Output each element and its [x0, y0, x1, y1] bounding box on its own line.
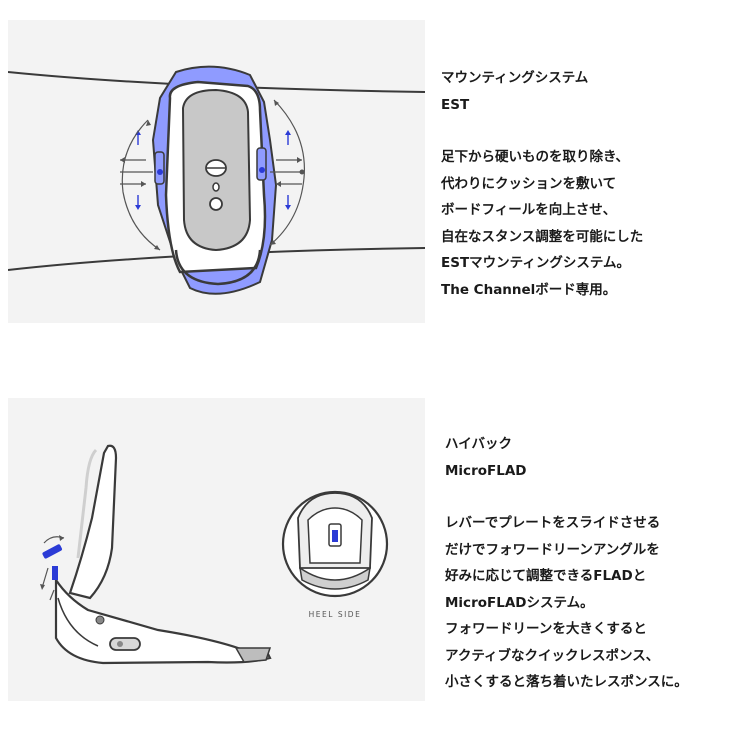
- flad-description: ハイバック MicroFLAD レバーでプレートをスライドさせる だけでフォワー…: [445, 431, 688, 696]
- flad-line: アクティブなクイックレスポンス、: [445, 647, 660, 664]
- flad-line: 好みに応じて調整できるFLADと: [445, 568, 647, 584]
- est-line: 自在なスタンス調整を可能にした: [441, 228, 644, 245]
- est-illustration-panel: [8, 20, 425, 323]
- est-line: 足下から硬いものを取り除き、: [441, 149, 630, 165]
- flad-line: レバーでプレートをスライドさせる: [445, 515, 661, 531]
- flad-line: フォワードリーンを大きくすると: [445, 621, 647, 637]
- flad-binding-illustration: HEEL SIDE: [40, 444, 389, 665]
- flad-line: だけでフォワードリーンアングルを: [445, 541, 660, 558]
- est-title: マウンティングシステム: [441, 70, 589, 86]
- est-line: 代わりにクッションを敷いて: [441, 175, 617, 192]
- flad-illustration-panel: HEEL SIDE: [8, 398, 425, 701]
- est-description: マウンティングシステム EST 足下から硬いものを取り除き、 代わりにクッション…: [441, 65, 643, 303]
- heel-side-label: HEEL SIDE: [309, 610, 362, 619]
- flad-subtitle: MicroFLAD: [445, 462, 527, 479]
- est-binding-illustration: [8, 65, 425, 295]
- est-line: ESTマウンティングシステム。: [441, 255, 630, 271]
- flad-title: ハイバック: [445, 436, 512, 452]
- est-line: The Channelボード専用。: [441, 281, 617, 298]
- est-line: ボードフィールを向上させ、: [441, 202, 617, 218]
- est-subtitle: EST: [441, 96, 470, 113]
- flad-line: 小さくすると落ち着いたレスポンスに。: [445, 674, 688, 690]
- flad-line: MicroFLADシステム。: [445, 594, 594, 611]
